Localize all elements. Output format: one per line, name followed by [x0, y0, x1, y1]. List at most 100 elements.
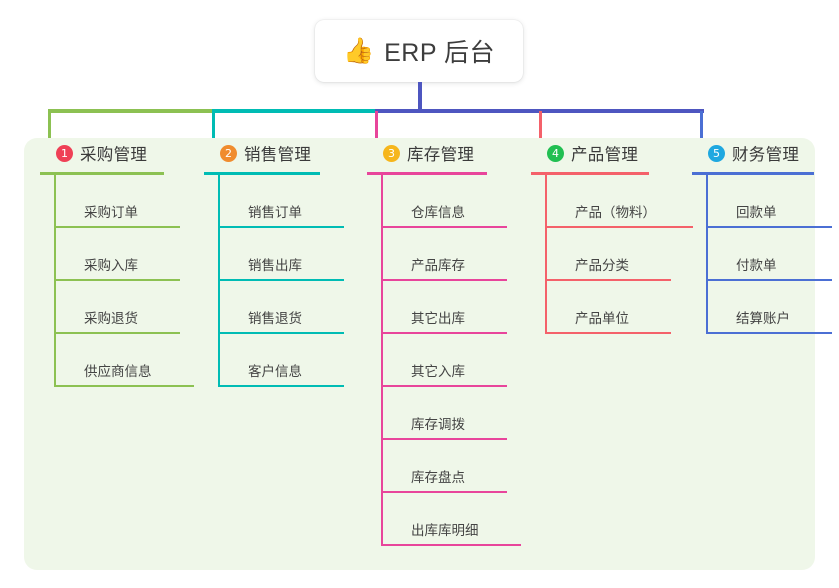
- column-index-badge: 5: [708, 144, 725, 162]
- leaf-item-label: 其它入库: [411, 364, 465, 379]
- leaf-item-rule: [220, 385, 344, 387]
- leaf-item[interactable]: 供应商信息: [56, 334, 194, 387]
- leaf-item-rule: [547, 279, 671, 281]
- branch-spine: 采购订单采购入库采购退货供应商信息: [54, 175, 194, 387]
- column-header-采购管理[interactable]: 1 采购管理: [40, 138, 164, 168]
- leaf-item[interactable]: 库存调拨: [383, 387, 507, 440]
- branch-spine: 销售订单销售出库销售退货客户信息: [218, 175, 344, 387]
- leaf-item[interactable]: 产品分类: [547, 228, 671, 281]
- drop-line-销售管理: [212, 111, 215, 141]
- leaf-item-rule: [56, 385, 194, 387]
- leaf-item-label: 出库库明细: [411, 523, 479, 538]
- leaf-item[interactable]: 库存盘点: [383, 440, 507, 493]
- leaf-item[interactable]: 其它出库: [383, 281, 507, 334]
- column-库存管理: 3 库存管理仓库信息产品库存其它出库其它入库库存调拨库存盘点出库库明细: [367, 138, 521, 546]
- root-node-card[interactable]: 👍 ERP 后台: [315, 20, 523, 82]
- leaf-item-label: 采购退货: [84, 311, 138, 326]
- bus-segment: [212, 109, 375, 113]
- leaf-item-rule: [383, 491, 507, 493]
- drop-line-财务管理: [700, 111, 703, 141]
- column-header-rule: [204, 172, 320, 175]
- leaf-item-rule: [56, 332, 180, 334]
- leaf-item[interactable]: 其它入库: [383, 334, 507, 387]
- leaf-item-label: 产品（物料）: [575, 205, 656, 220]
- column-header-rule: [367, 172, 487, 175]
- branch-spine: 产品（物料） 产品分类产品单位: [545, 175, 693, 334]
- leaf-item-label: 其它出库: [411, 311, 465, 326]
- leaf-item[interactable]: 结算账户: [708, 281, 832, 334]
- column-title: 销售管理: [244, 146, 312, 164]
- drop-line-库存管理: [375, 111, 378, 141]
- leaf-item-rule: [383, 385, 507, 387]
- leaf-item[interactable]: 销售退货: [220, 281, 344, 334]
- leaf-item-rule: [383, 226, 507, 228]
- leaf-item-rule: [547, 332, 671, 334]
- leaf-item-rule: [383, 279, 507, 281]
- leaf-item[interactable]: 客户信息: [220, 334, 344, 387]
- leaf-item-rule: [220, 332, 344, 334]
- leaf-item[interactable]: 采购入库: [56, 228, 180, 281]
- leaf-item[interactable]: 付款单: [708, 228, 832, 281]
- leaf-item-label: 销售订单: [248, 205, 302, 220]
- leaf-item-rule: [383, 438, 507, 440]
- column-title: 采购管理: [80, 146, 148, 164]
- drop-line-采购管理: [48, 111, 51, 141]
- column-产品管理: 4 产品管理产品（物料） 产品分类产品单位: [531, 138, 693, 334]
- column-index-badge: 1: [56, 144, 73, 162]
- leaf-item[interactable]: 采购退货: [56, 281, 180, 334]
- leaf-item-label: 采购入库: [84, 258, 138, 273]
- leaf-item-rule: [56, 279, 180, 281]
- leaf-item-rule: [383, 544, 521, 546]
- root-node-title: ERP 后台: [384, 39, 496, 67]
- column-财务管理: 5 财务管理回款单付款单结算账户: [692, 138, 832, 334]
- leaf-item-rule: [220, 279, 344, 281]
- leaf-item-label: 结算账户: [736, 311, 790, 326]
- leaf-item-label: 产品单位: [575, 311, 629, 326]
- thumbs-up-icon: 👍: [342, 36, 375, 65]
- column-header-销售管理[interactable]: 2 销售管理: [204, 138, 320, 168]
- leaf-item-rule: [547, 226, 693, 228]
- leaf-item-label: 付款单: [736, 258, 777, 273]
- column-title: 财务管理: [732, 146, 800, 164]
- leaf-item[interactable]: 产品单位: [547, 281, 671, 334]
- leaf-item[interactable]: 销售订单: [220, 175, 344, 228]
- trunk-line: [418, 82, 422, 111]
- leaf-item[interactable]: 出库库明细: [383, 493, 521, 546]
- leaf-item[interactable]: 仓库信息: [383, 175, 507, 228]
- leaf-item-rule: [708, 279, 832, 281]
- column-header-rule: [692, 172, 814, 175]
- mindmap-panel: 1 采购管理采购订单采购入库采购退货供应商信息 2 销售管理销售订单销售出库销售退货客…: [24, 138, 832, 570]
- column-title: 库存管理: [407, 146, 475, 164]
- leaf-item-rule: [220, 226, 344, 228]
- bus-segment: [48, 109, 212, 113]
- column-index-badge: 2: [220, 144, 237, 162]
- column-index-badge: 3: [383, 144, 400, 162]
- leaf-item-rule: [708, 332, 832, 334]
- leaf-item[interactable]: 产品库存: [383, 228, 507, 281]
- leaf-item-label: 库存盘点: [411, 470, 465, 485]
- leaf-item-label: 销售出库: [248, 258, 302, 273]
- leaf-item-rule: [708, 226, 832, 228]
- leaf-item-label: 仓库信息: [411, 205, 465, 220]
- column-header-rule: [531, 172, 649, 175]
- column-销售管理: 2 销售管理销售订单销售出库销售退货客户信息: [204, 138, 344, 387]
- leaf-item-label: 产品分类: [575, 258, 629, 273]
- leaf-item-rule: [383, 332, 507, 334]
- leaf-item[interactable]: 产品（物料）: [547, 175, 693, 228]
- leaf-item-label: 库存调拨: [411, 417, 465, 432]
- branch-spine: 回款单付款单结算账户: [706, 175, 832, 334]
- column-index-badge: 4: [547, 144, 564, 162]
- leaf-item[interactable]: 采购订单: [56, 175, 180, 228]
- leaf-item[interactable]: 销售出库: [220, 228, 344, 281]
- leaf-item-rule: [56, 226, 180, 228]
- column-header-库存管理[interactable]: 3 库存管理: [367, 138, 487, 168]
- column-采购管理: 1 采购管理采购订单采购入库采购退货供应商信息: [40, 138, 194, 387]
- column-header-财务管理[interactable]: 5 财务管理: [692, 138, 814, 168]
- leaf-item-label: 销售退货: [248, 311, 302, 326]
- leaf-item-label: 产品库存: [411, 258, 465, 273]
- column-title: 产品管理: [571, 146, 639, 164]
- leaf-item-label: 客户信息: [248, 364, 302, 379]
- column-header-产品管理[interactable]: 4 产品管理: [531, 138, 649, 168]
- leaf-item[interactable]: 回款单: [708, 175, 832, 228]
- drop-line-产品管理: [539, 111, 542, 141]
